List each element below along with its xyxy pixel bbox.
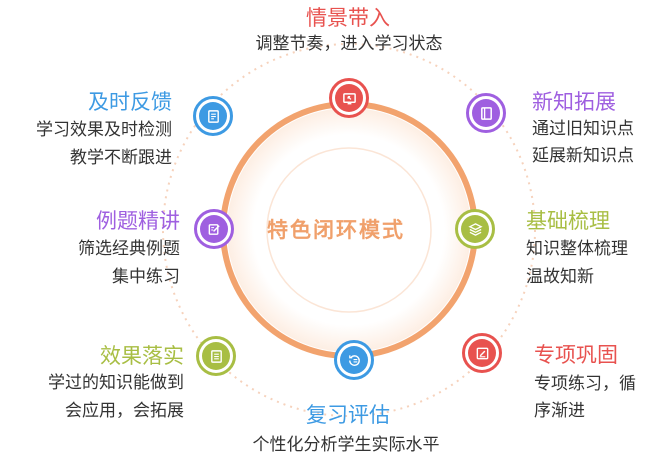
inner-thin-ring	[266, 147, 432, 313]
node-scenario[interactable]	[329, 78, 369, 118]
node-review[interactable]	[334, 340, 374, 380]
layers-icon	[467, 222, 483, 236]
center-label: 特色闭环模式	[267, 218, 405, 242]
node-special-practice[interactable]	[462, 333, 502, 373]
title-feedback: 及时反馈	[88, 90, 172, 114]
desc-special-practice-1: 专项练习，循	[534, 374, 636, 394]
inner-fill	[227, 108, 471, 352]
node-basics[interactable]	[455, 209, 495, 249]
desc-new-knowledge-1: 通过旧知识点	[532, 119, 634, 139]
desc-feedback-1: 学习效果及时检测	[36, 120, 172, 140]
desc-example-explain-1: 筛选经典例题	[78, 239, 180, 259]
desc-special-practice-2: 序渐进	[534, 401, 585, 421]
outer-dotted-ring	[162, 43, 536, 417]
title-implementation: 效果落实	[100, 344, 184, 368]
checklist-icon	[207, 109, 219, 123]
node-example-explain[interactable]	[194, 209, 234, 249]
title-review: 复习评估	[306, 403, 390, 427]
screen-icon	[342, 92, 356, 104]
desc-basics-1: 知识整体梳理	[526, 239, 628, 259]
node-feedback[interactable]	[193, 96, 233, 136]
desc-implementation-2: 会应用，会拓展	[65, 401, 184, 421]
title-new-knowledge: 新知拓展	[532, 90, 616, 114]
book-icon	[480, 106, 492, 120]
edit-icon	[476, 347, 488, 359]
refresh-list-icon	[348, 354, 360, 366]
title-special-practice: 专项巩固	[534, 343, 618, 367]
desc-new-knowledge-2: 延展新知识点	[532, 146, 634, 166]
desc-basics-2: 温故知新	[526, 267, 594, 287]
desc-example-explain-2: 集中练习	[112, 267, 180, 287]
node-implementation[interactable]	[196, 336, 236, 376]
desc-implementation-1: 学过的知识能做到	[48, 373, 184, 393]
title-example-explain: 例题精讲	[96, 209, 180, 233]
title-basics: 基础梳理	[526, 209, 610, 233]
node-new-knowledge[interactable]	[466, 93, 506, 133]
title-scenario: 情景带入	[306, 6, 390, 30]
edit-note-icon	[208, 223, 220, 235]
document-icon	[210, 349, 222, 363]
desc-scenario: 调整节奏，进入学习状态	[255, 34, 443, 54]
desc-feedback-2: 教学不断跟进	[70, 148, 172, 168]
desc-review: 个性化分析学生实际水平	[252, 435, 440, 455]
